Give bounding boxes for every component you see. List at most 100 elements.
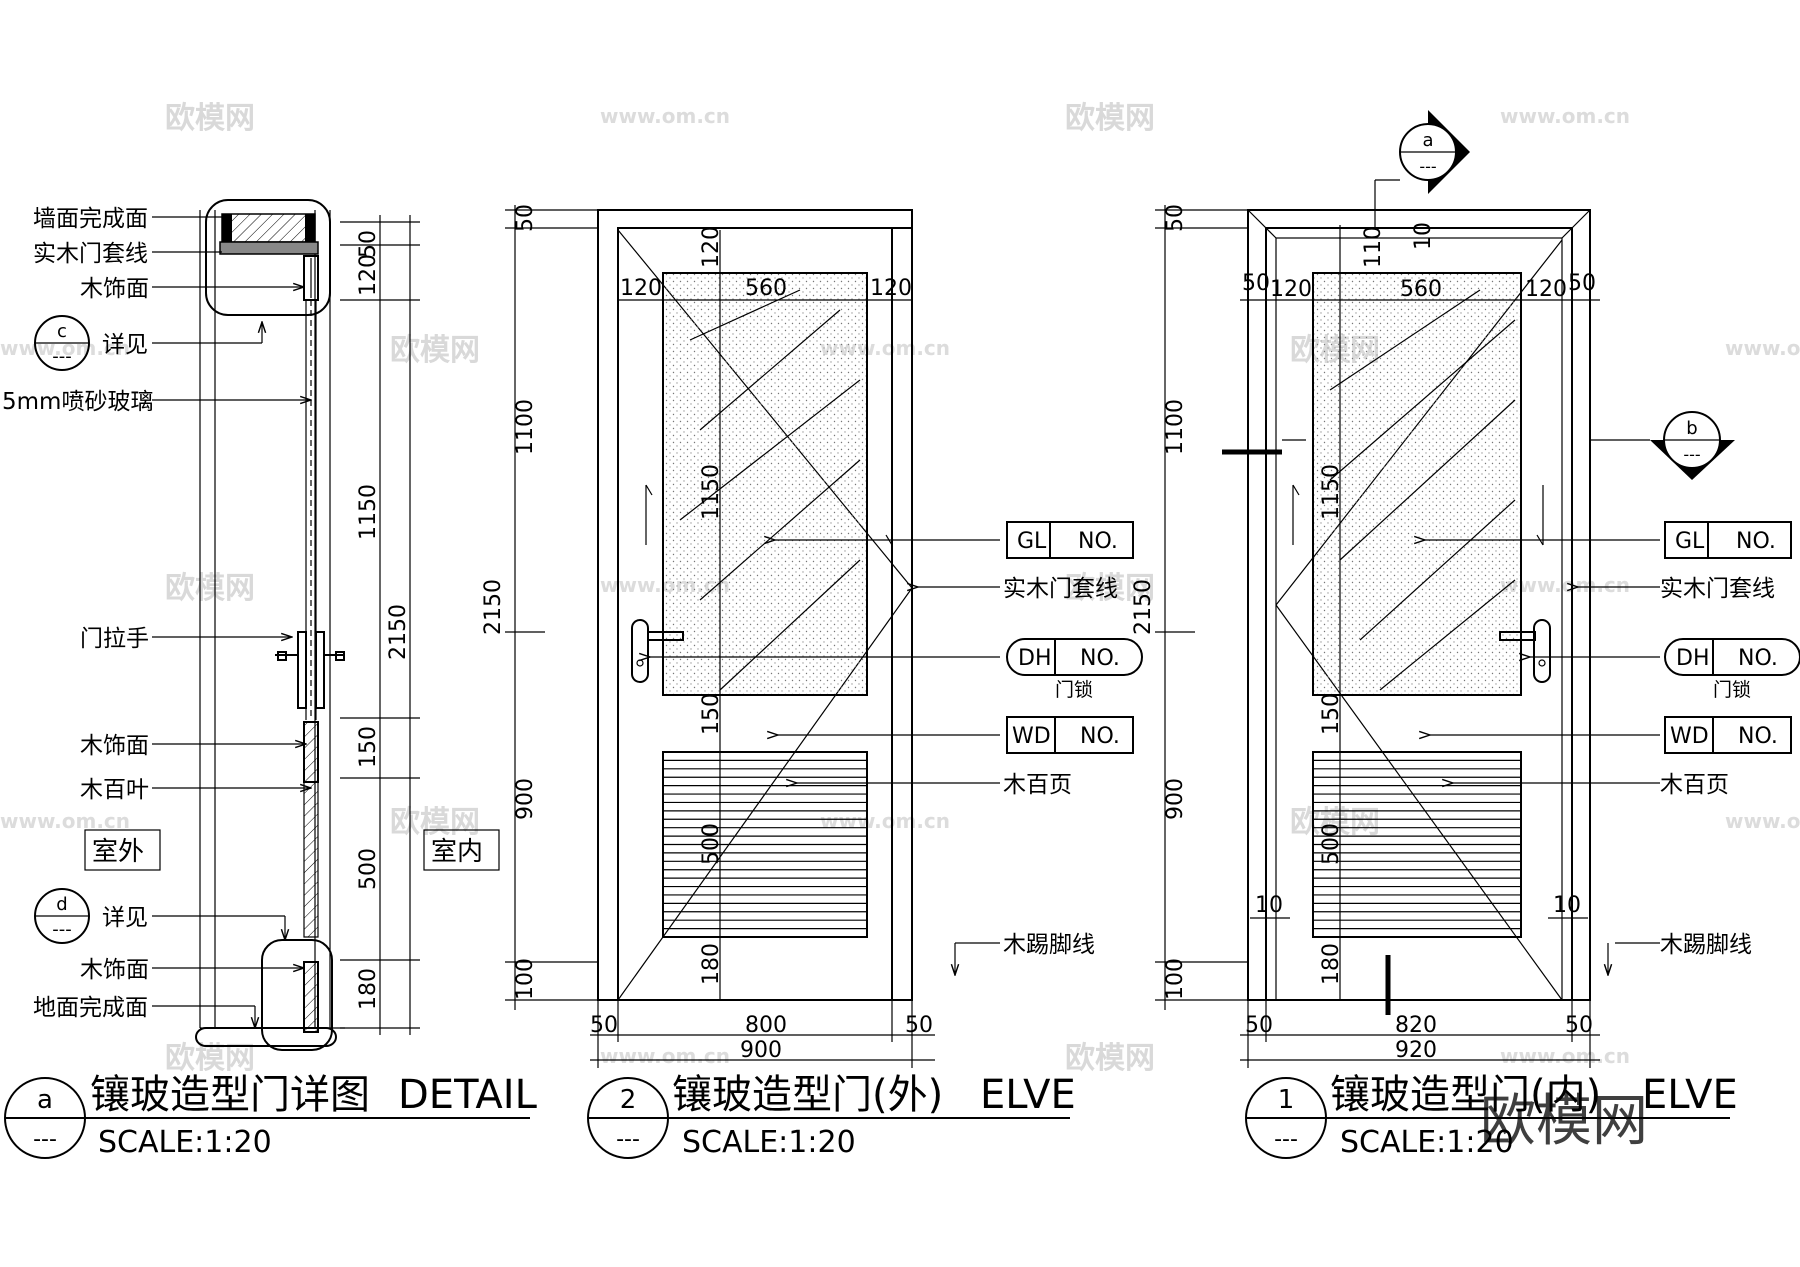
watermark-site: www.om.cn [820, 809, 950, 833]
watermark-site: www.om.cn [600, 1044, 730, 1068]
watermark-site: www.om.cn [1725, 809, 1800, 833]
label-lock: 门锁 [1713, 679, 1751, 701]
section-marker-a: a --- [1374, 110, 1470, 228]
detail-section: 墙面完成面 实木门套线 木饰面 详见 5mm喷砂玻璃 门拉手 木饰面 木百叶 详… [2, 199, 538, 1160]
label-casing: 实木门套线 [1003, 576, 1118, 602]
svg-text:560: 560 [745, 276, 787, 301]
label-wood-finish-bottom: 木饰面 [80, 957, 149, 983]
svg-text:10: 10 [1255, 893, 1283, 918]
svg-text:100: 100 [1163, 958, 1188, 1000]
svg-text:100: 100 [513, 958, 538, 1000]
elev-out-inner-dimensions: 120 560 120 120 1150 150 500 180 [618, 226, 912, 1000]
watermark-site: www.om.cn [0, 336, 130, 360]
svg-text:---: --- [1419, 157, 1436, 176]
watermark-logo: 欧模网 [1065, 571, 1155, 606]
svg-text:50: 50 [513, 204, 538, 232]
svg-text:NO.: NO. [1738, 646, 1778, 671]
elev-out-left-dimensions: 50 1100 2150 900 100 [481, 204, 598, 1010]
label-wood-finish-mid: 木饰面 [80, 733, 149, 759]
label-see-d: 详见 [102, 905, 148, 931]
elev-out-leaders [650, 540, 1000, 975]
svg-text:50: 50 [905, 1013, 933, 1038]
elev-out-tags: GL NO. DH NO. WD NO. [1006, 521, 1143, 754]
elev-in-left-dimensions: 50 1100 2150 900 100 [1131, 204, 1248, 1010]
elev-out-title-block: 2 --- 镶玻造型门(外) ELVE SCALE:1:20 [587, 1072, 1076, 1160]
tag-gl: GL [1017, 529, 1047, 554]
svg-text:---: --- [1683, 445, 1700, 464]
svg-text:120: 120 [1525, 277, 1567, 302]
svg-text:50: 50 [1565, 1013, 1593, 1038]
elevation-inside: a --- b --- 50 1100 2150 900 100 [1131, 110, 1800, 1160]
elev-out-scale: SCALE:1:20 [682, 1125, 856, 1160]
elev-in-title-block: 1 --- 镶玻造型门(内) ELVE SCALE:1:20 [1245, 1072, 1738, 1160]
svg-text:150: 150 [699, 693, 724, 735]
watermark-site: www.om.cn [1725, 336, 1800, 360]
watermark-logo: 欧模网 [165, 571, 255, 606]
watermark-logo: 欧模网 [165, 101, 255, 136]
watermark-logo: 欧模网 [1065, 101, 1155, 136]
label-floor-finish: 地面完成面 [33, 995, 148, 1021]
label-outside: 室外 [92, 837, 144, 867]
svg-text:c: c [57, 321, 67, 342]
svg-text:120: 120 [356, 254, 381, 296]
svg-text:110: 110 [1361, 226, 1386, 268]
watermarks: 欧模网 www.om.cn 欧模网 www.om.cn 欧模网 www.om.c… [0, 101, 1800, 1076]
svg-text:10: 10 [1553, 893, 1581, 918]
elev-in-scale: SCALE:1:20 [1340, 1125, 1514, 1160]
svg-text:10: 10 [1411, 222, 1436, 250]
svg-text:50: 50 [1568, 271, 1596, 296]
svg-text:120: 120 [870, 276, 912, 301]
svg-text:a: a [1422, 130, 1433, 151]
elev-in-leaders [1425, 540, 1660, 975]
svg-text:---: --- [616, 1127, 640, 1152]
svg-text:1150: 1150 [356, 484, 381, 540]
label-louver: 木百页 [1003, 772, 1072, 798]
svg-text:500: 500 [356, 848, 381, 890]
svg-text:GL: GL [1675, 529, 1705, 554]
tag-wd: WD [1012, 724, 1051, 749]
detail-title: 镶玻造型门详图 [90, 1072, 370, 1118]
watermark-logo-large: 欧模网 [1480, 1089, 1648, 1154]
svg-text:900: 900 [1163, 778, 1188, 820]
svg-text:150: 150 [1319, 693, 1344, 735]
svg-text:180: 180 [356, 968, 381, 1010]
label-louver: 木百页 [1660, 772, 1729, 798]
label-see-c: 详见 [102, 332, 148, 358]
elev-in-inner-dimensions: 110 10 50 120 560 120 50 1150 150 500 18… [1240, 222, 1600, 1000]
svg-text:180: 180 [699, 943, 724, 985]
label-inside: 室内 [431, 837, 483, 867]
detail-title-letter: a [37, 1085, 53, 1115]
section-marker-b: b --- [1590, 411, 1735, 480]
svg-text:50: 50 [590, 1013, 618, 1038]
watermark-site: www.om.cn [1500, 1044, 1630, 1068]
svg-text:500: 500 [699, 823, 724, 865]
svg-text:---: --- [33, 1127, 57, 1152]
callout-c: c --- [34, 315, 90, 371]
label-skirting: 木踢脚线 [1003, 932, 1095, 958]
watermark-site: www.om.cn [600, 104, 730, 128]
svg-text:---: --- [52, 919, 72, 940]
svg-text:900: 900 [513, 778, 538, 820]
elev-out-title-en: ELVE [980, 1072, 1076, 1118]
svg-text:560: 560 [1400, 277, 1442, 302]
tag-dh: DH [1018, 646, 1051, 671]
svg-text:180: 180 [1319, 943, 1344, 985]
tag-gl-no: NO. [1078, 529, 1118, 554]
svg-text:500: 500 [1319, 823, 1344, 865]
svg-text:800: 800 [745, 1013, 787, 1038]
svg-text:---: --- [52, 346, 72, 367]
svg-text:50: 50 [356, 230, 381, 258]
svg-text:820: 820 [1395, 1013, 1437, 1038]
svg-text:120: 120 [1270, 277, 1312, 302]
svg-text:50: 50 [1163, 204, 1188, 232]
svg-text:150: 150 [356, 726, 381, 768]
label-wood-louver: 木百叶 [80, 777, 149, 803]
elevation-outside: 50 1100 2150 900 100 120 560 120 120 115… [481, 204, 1143, 1160]
tag-wd-no: NO. [1080, 724, 1120, 749]
svg-text:900: 900 [740, 1038, 782, 1063]
label-skirting: 木踢脚线 [1660, 932, 1752, 958]
elev-in-title: 镶玻造型门(内) [1330, 1072, 1601, 1118]
label-lock: 门锁 [1055, 679, 1093, 701]
label-casing: 实木门套线 [1660, 576, 1775, 602]
